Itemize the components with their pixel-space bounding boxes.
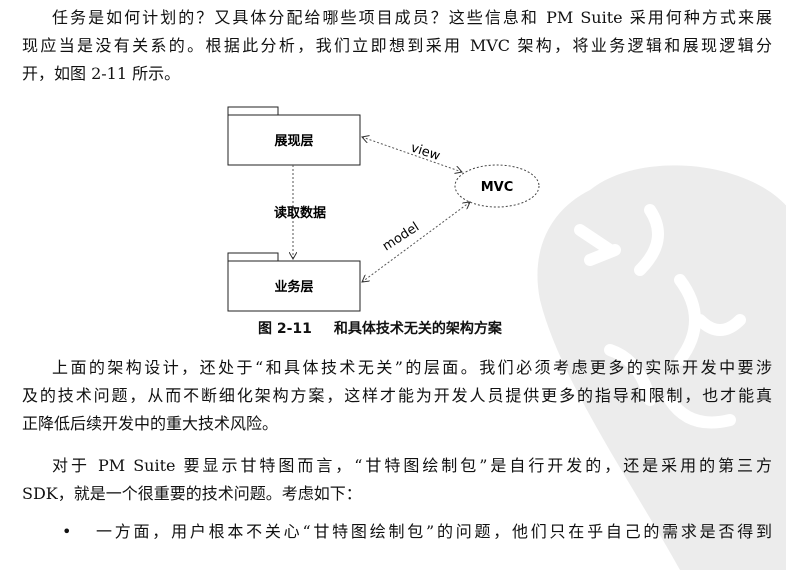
bullet-item-1: 一方面，用户根本不关心“甘特图绘制包”的问题，他们只在乎自己的需求是否得到 — [96, 522, 772, 541]
paragraph-1-line-3: 开，如图 2-11 所示。 — [22, 64, 181, 83]
paragraph-2-line-2: 及的技术问题，从而不断细化架构方案，这样才能为开发人员提供更多的指导和限制，也才… — [22, 386, 772, 405]
figure-number: 图 2-11 — [258, 321, 312, 337]
paragraph-1-line-2: 现应当是没有关系的。根据此分析，我们立即想到采用 MVC 架构，将业务逻辑和展现… — [22, 36, 772, 55]
view-label: view — [409, 141, 442, 165]
paragraph-2-line-1: 上面的架构设计，还处于“和具体技术无关”的层面。我们必须考虑更多的实际开发中要涉 — [52, 358, 772, 377]
mvc-label: MVC — [481, 180, 514, 195]
presentation-layer-package — [227, 106, 361, 166]
watermark — [520, 150, 786, 574]
business-layer-package — [227, 252, 361, 312]
model-label: model — [380, 220, 422, 255]
paragraph-3-line-1: 对于 PM Suite 要显示甘特图而言，“甘特图绘制包”是自行开发的，还是采用… — [52, 456, 772, 475]
figure-caption-text: 和具体技术无关的架构方案 — [333, 321, 502, 337]
read-data-label: 读取数据 — [274, 205, 326, 221]
figure-caption: 图 2-11 和具体技术无关的架构方案 — [258, 318, 502, 338]
view-arrow — [362, 137, 462, 172]
paragraph-3-line-2: SDK，就是一个很重要的技术问题。考虑如下： — [22, 484, 362, 503]
paragraph-1-line-1: 任务是如何计划的？又具体分配给哪些项目成员？这些信息和 PM Suite 采用何… — [52, 8, 772, 27]
bullet-marker: • — [62, 522, 72, 541]
architecture-diagram: 展现层 业务层 MVC 读取数据 view model — [227, 106, 540, 312]
mvc-ellipse — [454, 164, 540, 208]
business-layer-label: 业务层 — [274, 279, 313, 295]
model-arrow — [362, 202, 470, 282]
paragraph-2-line-3: 正降低后续开发中的重大技术风险。 — [22, 414, 279, 433]
presentation-layer-label: 展现层 — [274, 134, 313, 149]
